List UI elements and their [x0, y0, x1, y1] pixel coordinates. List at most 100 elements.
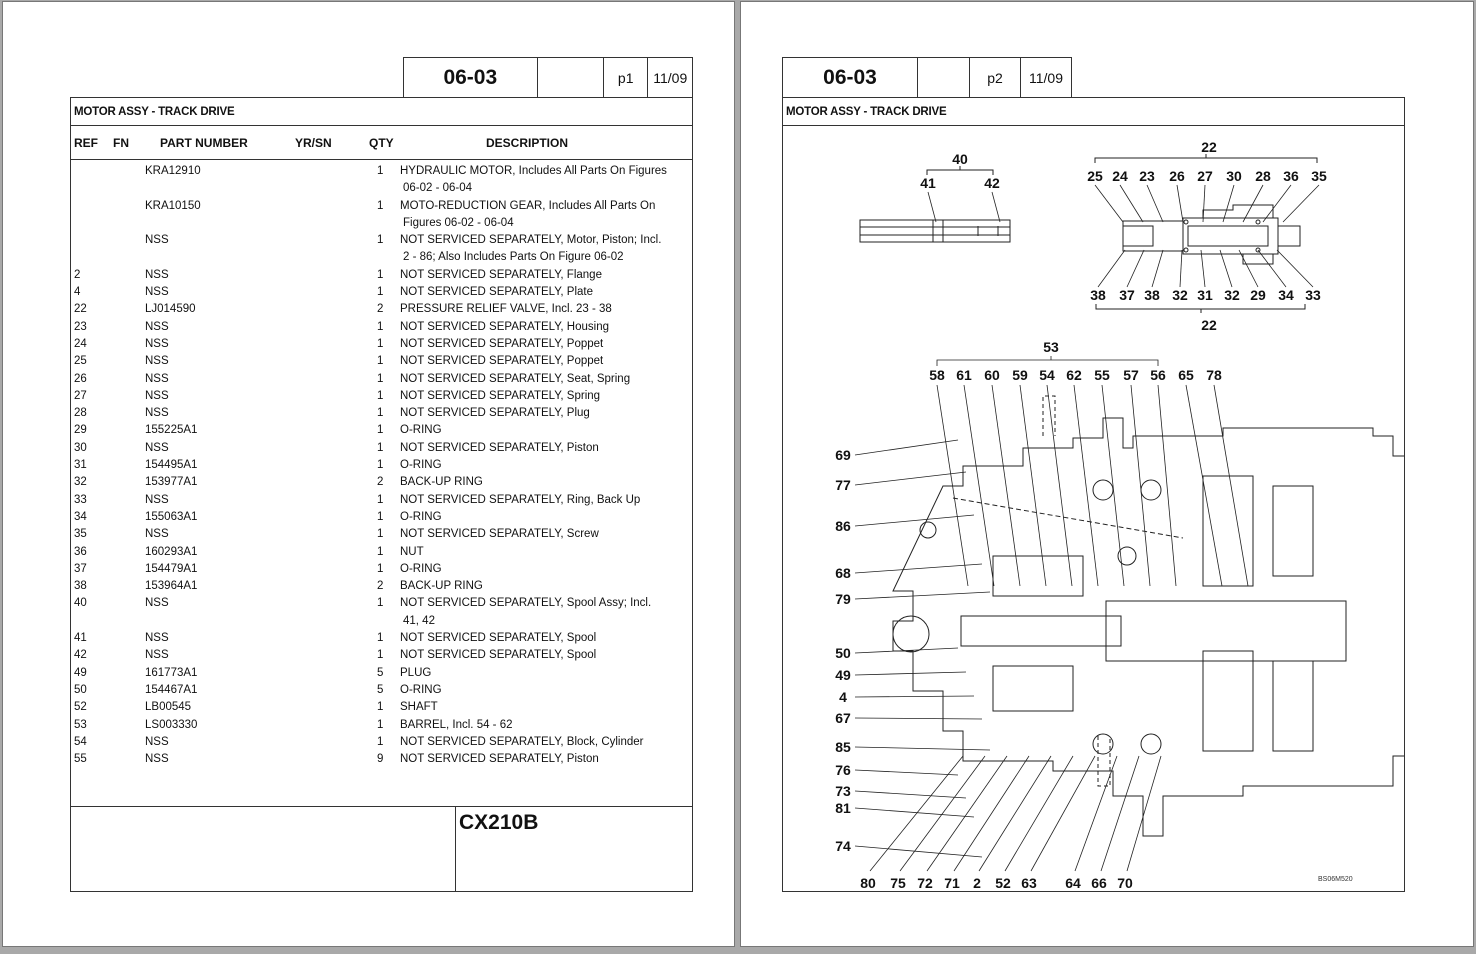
callout-label: 34	[1278, 287, 1294, 303]
leader-line	[1101, 384, 1125, 587]
bracket-bottom	[1095, 304, 1306, 313]
table-row-continuation: Figures 06-02 - 06-04	[71, 216, 692, 233]
description-cell: NOT SERVICED SEPARATELY, Piston	[400, 441, 599, 454]
parts-list-page: 06-03 p1 11/09 MOTOR ASSY - TRACK DRIVE …	[3, 2, 734, 946]
qty-cell: 1	[377, 459, 384, 472]
description-cell: MOTO-REDUCTION GEAR, Includes All Parts …	[400, 199, 656, 212]
qty-cell: 1	[377, 424, 384, 437]
spool-body	[859, 219, 1011, 243]
description-cell: O-RING	[400, 424, 442, 437]
leader-line	[1073, 384, 1099, 587]
ref-cell: 40	[74, 597, 87, 610]
description-cell: NOT SERVICED SEPARATELY, Piston	[400, 753, 599, 766]
callout-label: 58	[929, 367, 945, 383]
ref-cell: 26	[74, 372, 87, 385]
callout-label: 4	[839, 689, 847, 705]
leader-line	[1238, 249, 1259, 288]
leader-line	[854, 563, 983, 574]
leader-line	[1146, 184, 1164, 223]
description-cell: NOT SERVICED SEPARATELY, Poppet	[400, 355, 604, 368]
ref-cell: 22	[74, 303, 87, 316]
part-number-cell: NSS	[145, 268, 169, 281]
description-cell: NOT SERVICED SEPARATELY, Block, Cylinder	[400, 735, 644, 748]
callout-label: 25	[1087, 168, 1103, 184]
part-number-cell: NSS	[145, 441, 169, 454]
page-number: p2	[970, 58, 1021, 98]
part-number-cell: NSS	[145, 389, 169, 402]
part-number-cell: 161773A1	[145, 666, 198, 679]
callout-label: 52	[995, 875, 1011, 890]
ref-cell: 33	[74, 493, 87, 506]
leader-lines	[854, 184, 1320, 872]
callout-label: 66	[1091, 875, 1107, 890]
description-cell: O-RING	[400, 510, 442, 523]
callout-label: 79	[835, 591, 851, 607]
bracket-barrel	[936, 356, 1159, 366]
leader-line	[1282, 184, 1320, 223]
description-cell: NOT SERVICED SEPARATELY, Seat, Spring	[400, 372, 631, 385]
description-cell: O-RING	[400, 562, 442, 575]
callout-label: 42	[984, 175, 1000, 191]
ref-cell: 53	[74, 718, 87, 731]
callout-label: 31	[1197, 287, 1213, 303]
housing-outline	[892, 417, 1404, 837]
leader-line	[1276, 249, 1314, 288]
part-number-cell: NSS	[145, 320, 169, 333]
qty-cell: 1	[377, 701, 384, 714]
part-number-cell: KRA10150	[145, 199, 201, 212]
leader-line	[1262, 184, 1292, 223]
qty-cell: 1	[377, 268, 384, 281]
callout-label: 27	[1197, 168, 1213, 184]
leader-line	[1185, 384, 1223, 587]
description-cell: NUT	[400, 545, 424, 558]
part-number-cell: NSS	[145, 407, 169, 420]
leader-line	[1176, 184, 1184, 223]
leader-line	[1200, 249, 1206, 288]
table-row: 2 NSS 1 NOT SERVICED SEPARATELY, Flange	[71, 268, 692, 285]
qty-cell: 5	[377, 666, 384, 679]
ref-cell: 54	[74, 735, 87, 748]
description-cell: O-RING	[400, 683, 442, 696]
qty-cell: 1	[377, 718, 384, 731]
callout-label: 53	[1043, 339, 1059, 355]
cylinder-block	[992, 555, 1084, 597]
qty-cell: 1	[377, 234, 384, 247]
description-cell: NOT SERVICED SEPARATELY, Flange	[400, 268, 602, 281]
leader-line	[854, 845, 983, 858]
callout-label: 62	[1066, 367, 1082, 383]
description-cell: NOT SERVICED SEPARATELY, Spring	[400, 389, 601, 402]
callout-label: 24	[1112, 168, 1128, 184]
ref-cell: 30	[74, 441, 87, 454]
revision-date: 11/09	[1029, 70, 1063, 86]
part-number-cell: NSS	[145, 234, 169, 247]
callout-label: 56	[1150, 367, 1166, 383]
figure-code: BS06M520	[1318, 876, 1353, 883]
description-continuation: 2 - 86; Also Includes Parts On Figure 06…	[403, 251, 624, 264]
part-number-cell: 155225A1	[145, 424, 198, 437]
callout-label: 30	[1226, 168, 1242, 184]
leader-line	[1151, 249, 1164, 288]
leader-line	[854, 514, 975, 527]
ref-cell: 42	[74, 649, 87, 662]
qty-cell: 2	[377, 580, 384, 593]
col-fn: FN	[113, 136, 129, 150]
leader-line	[1130, 384, 1151, 587]
ref-cell: 4	[74, 286, 81, 299]
description-continuation: Figures 06-02 - 06-04	[403, 216, 514, 229]
shaft-right	[1105, 600, 1347, 662]
part-number-cell: 154467A1	[145, 683, 198, 696]
qty-cell: 1	[377, 545, 384, 558]
callout-label: 41	[920, 175, 936, 191]
header-blank-cell	[918, 58, 970, 98]
ref-cell: 2	[74, 268, 81, 281]
